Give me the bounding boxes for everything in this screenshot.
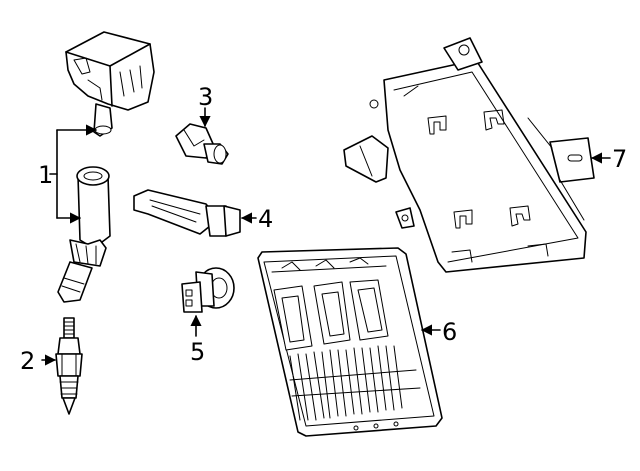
- callout-1-leaders: [49, 124, 98, 224]
- sensor-5: [181, 267, 235, 337]
- sensor-4: [133, 189, 257, 237]
- sensor-3: [175, 107, 229, 165]
- spark-plug: [41, 317, 83, 415]
- callout-3: 3: [198, 83, 213, 111]
- callout-6: 6: [442, 318, 457, 346]
- callout-1: 1: [38, 161, 53, 189]
- callout-2: 2: [20, 347, 35, 375]
- ignition-coil-upper: [65, 31, 155, 137]
- callout-5: 5: [190, 338, 205, 366]
- bracket-7: [343, 37, 611, 273]
- callout-4: 4: [258, 205, 273, 233]
- callout-7: 7: [612, 145, 627, 173]
- ignition-coil-boot: [57, 166, 111, 303]
- control-module-6: [257, 247, 443, 437]
